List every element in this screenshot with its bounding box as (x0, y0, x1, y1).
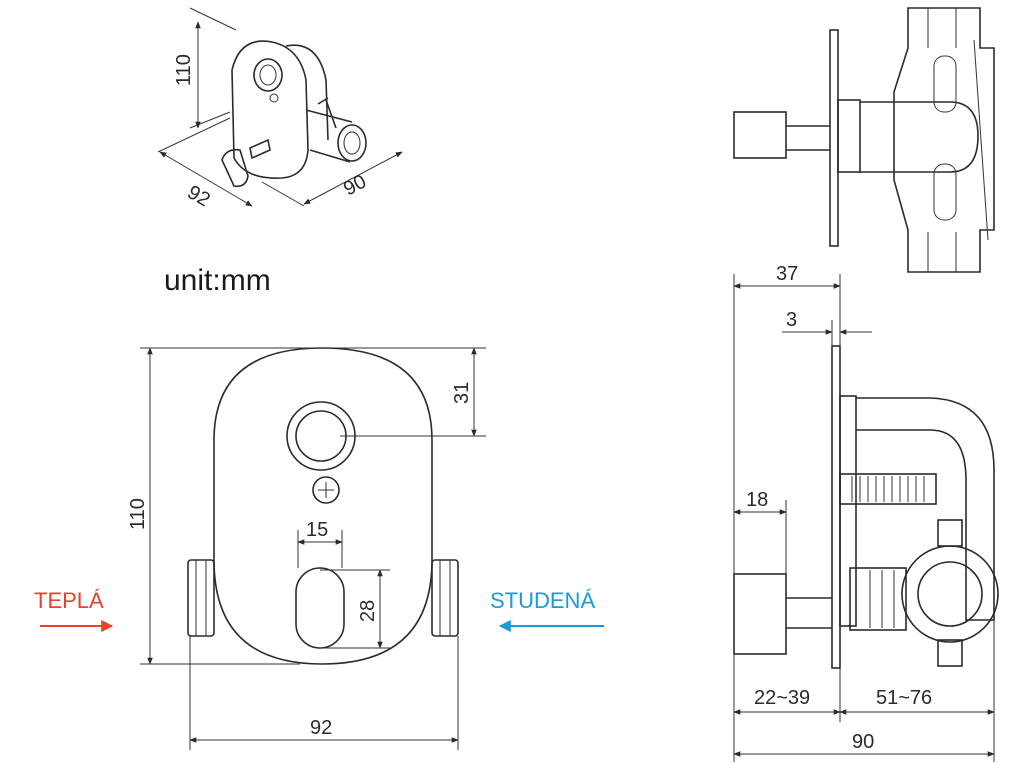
iso-height-label: 110 (173, 54, 195, 86)
front-range-label: 22~39 (754, 687, 810, 709)
top-view (733, 7, 995, 273)
handle-width-label: 15 (306, 519, 328, 541)
handle-depth-label: 18 (746, 489, 768, 511)
handle-height-label: 28 (357, 600, 379, 622)
back-range-label: 51~76 (876, 687, 932, 709)
front-center-label: 31 (451, 382, 473, 404)
hot-label: TEPLÁ (34, 588, 104, 613)
front-view: 110 31 15 28 92 (127, 347, 486, 750)
iso-width-label: 92 (184, 181, 214, 211)
front-width-label: 92 (310, 717, 332, 739)
front-height-label: 110 (127, 498, 149, 530)
cold-label: STUDENÁ (490, 588, 595, 613)
isometric-view: 110 92 90 (157, 7, 403, 211)
overall-depth-label: 90 (852, 731, 874, 753)
iso-depth-label: 90 (340, 171, 370, 201)
side-view: 37 3 18 22~39 51~76 90 (733, 263, 999, 762)
plate-label: 3 (786, 309, 797, 331)
unit-label: unit:mm (164, 264, 271, 297)
side-depth-label: 37 (776, 263, 798, 285)
